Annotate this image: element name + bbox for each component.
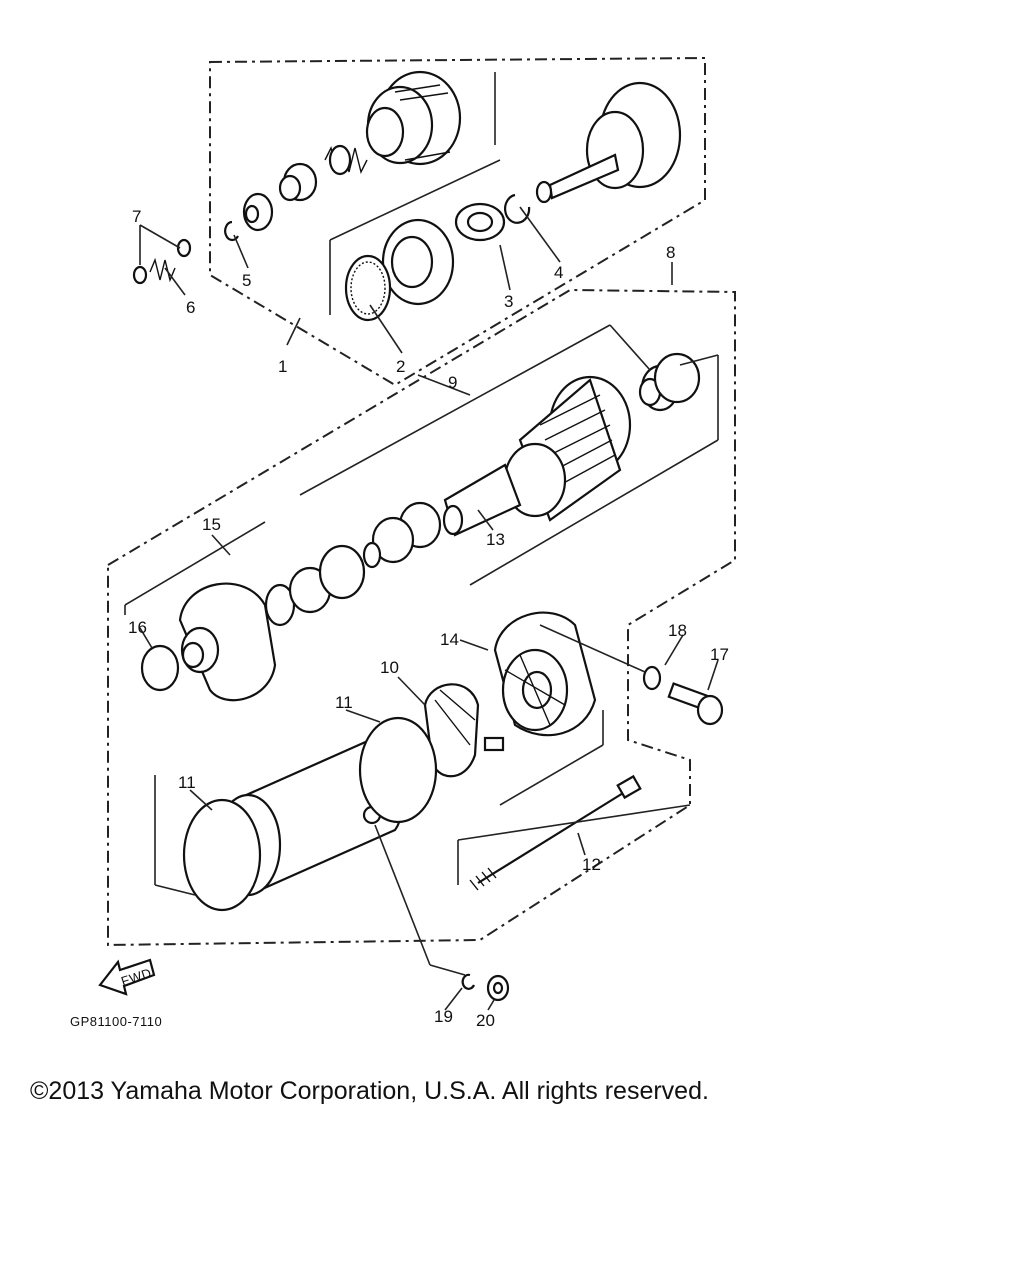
washers-9 xyxy=(371,352,701,564)
collar xyxy=(278,162,318,202)
callout-3: 3 xyxy=(504,292,513,311)
drive-gear-housing xyxy=(365,70,462,166)
callout-10: 10 xyxy=(380,658,399,677)
spring-6 xyxy=(132,238,192,285)
callout-7: 7 xyxy=(132,207,141,226)
bearing-15 xyxy=(264,541,382,627)
armature-13 xyxy=(442,375,632,537)
rear-cover-14 xyxy=(493,611,597,737)
copyright-notice: ©2013 Yamaha Motor Corporation, U.S.A. A… xyxy=(30,1077,709,1105)
callout-16: 16 xyxy=(128,618,147,637)
callout-5: 5 xyxy=(242,271,251,290)
circlip-4 xyxy=(504,193,531,224)
callout-20: 20 xyxy=(476,1011,495,1030)
circlip-5 xyxy=(224,220,239,242)
spring xyxy=(324,144,368,176)
callout-11-rear: 11 xyxy=(335,693,353,712)
brush-holder-10 xyxy=(423,683,505,778)
callout-15: 15 xyxy=(202,515,221,534)
washer-18 xyxy=(642,665,662,691)
needle-bearing-2 xyxy=(344,254,392,322)
callout-1: 1 xyxy=(278,357,287,376)
o-ring-11-rear xyxy=(358,716,438,824)
callout-6: 6 xyxy=(186,298,195,317)
callout-13: 13 xyxy=(486,530,505,549)
bolt-17 xyxy=(667,682,724,726)
washer-19 xyxy=(461,973,476,990)
through-bolt-12 xyxy=(469,774,642,891)
callout-14: 14 xyxy=(440,630,459,649)
fwd-arrow-icon: FWD xyxy=(98,958,156,996)
plate-3 xyxy=(454,202,506,242)
bearing-housing xyxy=(381,218,455,306)
callout-11-front: 11 xyxy=(178,773,196,792)
callout-2: 2 xyxy=(396,357,405,376)
pinion-shaft-gear xyxy=(535,81,682,204)
callout-9: 9 xyxy=(448,373,457,392)
nut-20 xyxy=(486,974,510,1002)
callout-17: 17 xyxy=(710,645,729,664)
callout-8: 8 xyxy=(666,243,675,262)
cap-16 xyxy=(140,644,180,692)
callout-4: 4 xyxy=(554,263,563,282)
callout-12: 12 xyxy=(582,855,601,874)
drawing-code: GP81100-7110 xyxy=(70,1014,162,1029)
callout-19: 19 xyxy=(434,1007,453,1026)
o-ring-11-front xyxy=(182,798,262,912)
washer-5-side xyxy=(242,192,274,232)
assembly-frame-8 xyxy=(107,288,736,947)
front-cover xyxy=(178,582,277,702)
assembly-frame-1 xyxy=(209,56,706,387)
callout-18: 18 xyxy=(668,621,687,640)
